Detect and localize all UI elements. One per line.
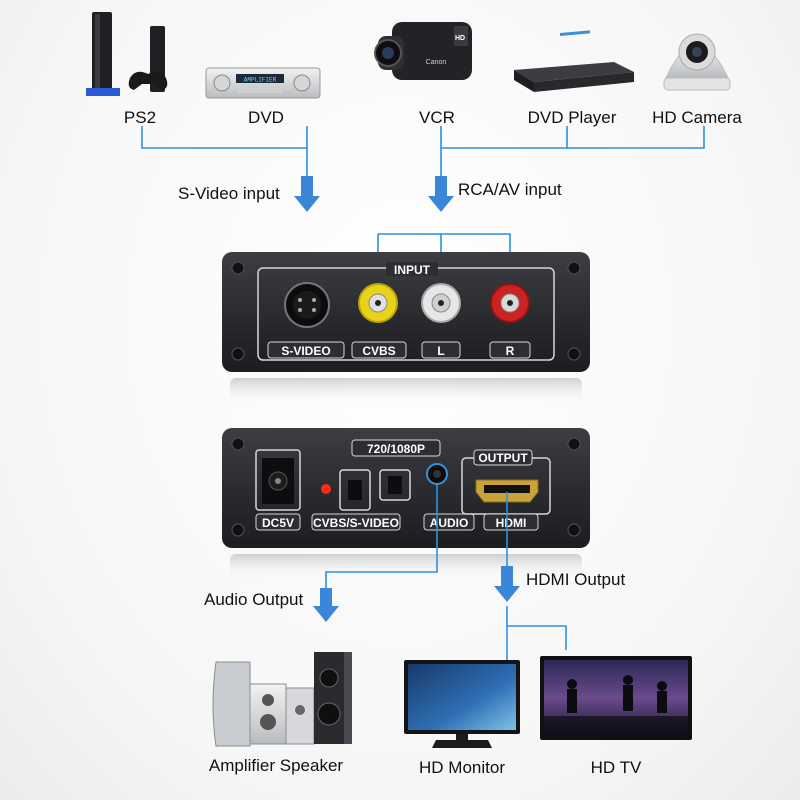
source-label-vcr: VCR <box>419 108 455 127</box>
source-label-ps2: PS2 <box>123 108 157 127</box>
hd-tv-icon <box>540 656 692 740</box>
source-label-hd-camera: HD Camera <box>652 108 742 127</box>
output-title: OUTPUT <box>478 451 528 465</box>
port-label-cvbs-svideo: CVBS/S-VIDEO <box>313 516 399 530</box>
flow-label-audio-output: Audio Output <box>204 590 304 609</box>
dvd-receiver-icon: AMPLIFIER <box>205 67 321 99</box>
flow-label-hdmi-output: HDMI Output <box>526 570 626 589</box>
port-label-dc5v: DC5V <box>262 516 294 530</box>
svg-text:AMPLIFIER: AMPLIFIER <box>244 77 277 84</box>
port-label-r: R <box>506 344 515 358</box>
source-label-dvd-player: DVD Player <box>527 108 617 127</box>
amplifier-speaker-icon <box>212 652 352 747</box>
svg-text:Canon: Canon <box>426 59 447 66</box>
front-panel-title: INPUT <box>394 263 431 277</box>
output-label-monitor: HD Monitor <box>419 758 505 777</box>
dome-camera-icon <box>663 33 731 91</box>
hd-monitor-icon <box>404 660 520 748</box>
dvd-player-icon <box>514 30 634 92</box>
output-connector-lines <box>325 484 567 660</box>
svg-text:HD: HD <box>455 35 465 42</box>
front-panel: INPUT S-VIDEO CVBS L R <box>222 252 590 406</box>
port-label-svideo: S-VIDEO <box>281 344 330 358</box>
rca-arrow-icon <box>428 176 454 212</box>
port-label-audio: AUDIO <box>430 516 469 530</box>
camcorder-icon: Canon HD <box>374 22 472 80</box>
rear-panel: DC5V 720/1080P CVBS/S-VIDEO AUDIO OUTPUT… <box>222 428 590 580</box>
output-label-tv: HD TV <box>590 758 642 777</box>
port-label-cvbs: CVBS <box>362 344 395 358</box>
svideo-arrow-icon <box>294 176 320 212</box>
resolution-label: 720/1080P <box>367 442 425 456</box>
port-label-l: L <box>437 344 444 358</box>
flow-label-rca-input: RCA/AV input <box>458 180 562 199</box>
hdmi-arrow-icon <box>494 566 520 602</box>
ps2-console-icon <box>86 12 168 96</box>
port-label-hdmi: HDMI <box>496 516 527 530</box>
output-label-amplifier: Amplifier Speaker <box>208 756 344 775</box>
audio-arrow-icon <box>313 588 339 622</box>
flow-label-svideo-input: S-Video input <box>178 184 280 203</box>
source-label-dvd: DVD <box>248 108 284 127</box>
